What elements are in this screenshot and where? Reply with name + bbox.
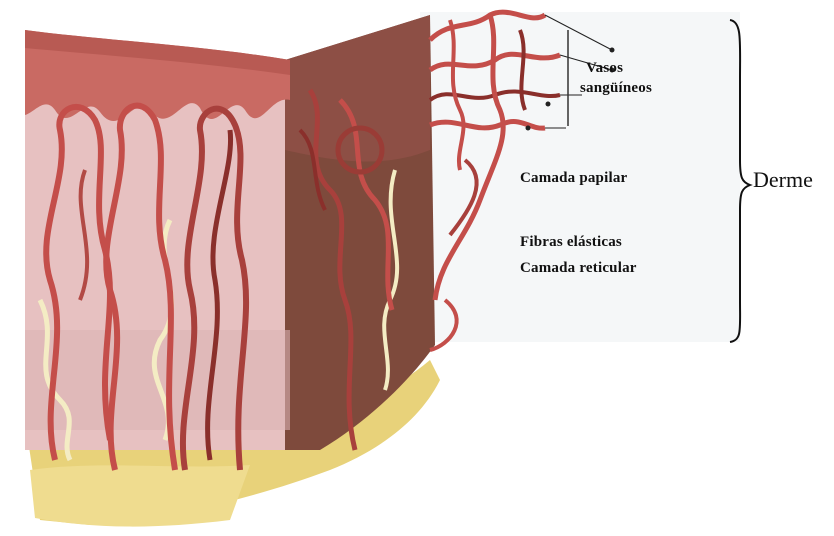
leader-dot-1 [610, 48, 615, 53]
label-camada-papilar: Camada papilar [520, 170, 627, 187]
label-derme: Derme [753, 167, 813, 193]
label-vasos-line1: Vasos [586, 60, 623, 77]
label-vasos-line2: sangüíneos [580, 80, 652, 97]
leader-dot-4 [526, 126, 531, 131]
label-camada-reticular: Camada reticular [520, 260, 637, 277]
label-fibras-elasticas: Fibras elásticas [520, 234, 622, 251]
leader-dot-3 [546, 102, 551, 107]
fat-lobule-lower [30, 465, 250, 527]
